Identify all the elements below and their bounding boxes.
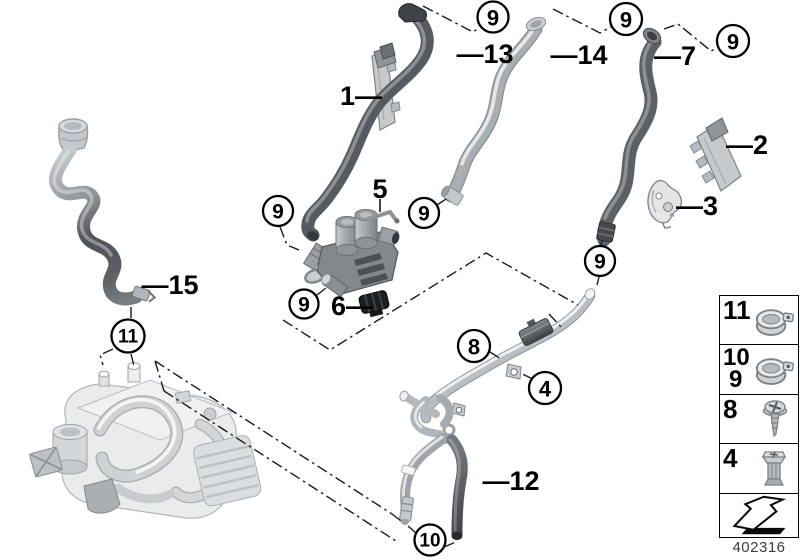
detail-boundary-valve xyxy=(282,252,579,351)
expansion-rivet-icon xyxy=(761,451,787,487)
part-label-6[interactable]: 6— xyxy=(331,291,373,321)
hose-15 xyxy=(49,118,157,306)
legend-number: 8 xyxy=(723,393,738,424)
part-label-12[interactable]: —12 xyxy=(482,466,539,496)
hose-white-band xyxy=(401,464,416,476)
legend-item-8[interactable]: 8 xyxy=(720,393,798,445)
callout-11[interactable]: 11 xyxy=(110,318,146,354)
callout-9-mid-right[interactable]: 9 xyxy=(583,244,617,278)
hose-clamp-icon xyxy=(755,309,794,336)
hose-14-fitting xyxy=(440,185,464,206)
callout-9-top-2[interactable]: 9 xyxy=(608,1,644,37)
callout-9-left[interactable]: 9 xyxy=(261,194,295,228)
legend-number: 9 xyxy=(729,366,743,394)
legend-number: 11 xyxy=(723,295,751,325)
leader-lines xyxy=(99,5,718,548)
svg-text:11: 11 xyxy=(118,327,139,348)
pipe-assembly xyxy=(399,288,596,540)
legend-direction-cell xyxy=(719,493,799,538)
heater-canister xyxy=(193,435,262,507)
callout-8[interactable]: 8 xyxy=(456,328,492,364)
connector-6 xyxy=(358,290,390,318)
heater-valve-box xyxy=(29,446,63,478)
part-label-15[interactable]: —15 xyxy=(141,270,198,300)
valve-top-pipe xyxy=(366,209,398,222)
holder-3 xyxy=(647,179,683,229)
pipe-tab-b xyxy=(451,402,466,417)
svg-text:9: 9 xyxy=(272,201,284,224)
hose-7 xyxy=(596,27,662,247)
part-label-14[interactable]: —14 xyxy=(550,40,607,70)
part-label-1[interactable]: 1— xyxy=(340,81,382,111)
heater-port-b xyxy=(98,370,110,387)
heater-cylinder xyxy=(52,424,88,475)
part-label-7[interactable]: —7 xyxy=(654,41,696,71)
svg-text:10: 10 xyxy=(419,531,440,552)
svg-text:9: 9 xyxy=(487,6,499,31)
heater-tab xyxy=(174,390,192,404)
valve-bottom-tube xyxy=(321,273,349,298)
heater-boss xyxy=(203,407,217,421)
legend-item-4[interactable]: 4 xyxy=(720,444,798,492)
hose-15-clamp xyxy=(131,285,157,303)
pipe-hanger xyxy=(442,423,456,437)
hose-13 xyxy=(301,3,434,242)
heater-unit xyxy=(29,362,262,519)
svg-text:9: 9 xyxy=(418,203,430,226)
legend-item-10-9[interactable]: 10 9 xyxy=(720,344,798,395)
callout-10[interactable]: 10 xyxy=(413,523,447,557)
pipe-tab-4 xyxy=(505,363,522,380)
part-label-3[interactable]: —3 xyxy=(676,191,718,221)
svg-text:9: 9 xyxy=(298,294,310,317)
legend-panel: 11 10 9 8 4 xyxy=(719,295,799,494)
valve-right-port xyxy=(377,226,400,246)
bracket-2 xyxy=(689,117,742,192)
legend-number: 10 xyxy=(723,344,750,372)
diagram-number: 402316 xyxy=(732,539,786,556)
hose-13-cap xyxy=(398,3,427,23)
svg-text:9: 9 xyxy=(594,251,606,274)
hose-clamp-icon xyxy=(755,358,794,386)
detail-boundary-heater xyxy=(154,360,397,542)
heater-hose-small xyxy=(113,483,175,504)
heater-port-a xyxy=(127,362,141,383)
callout-9-top-3[interactable]: 9 xyxy=(715,23,751,59)
heater-hose-big xyxy=(93,395,184,483)
pipe-sleeve-8 xyxy=(518,318,554,346)
lower-hose-fitting xyxy=(399,496,414,525)
part-label-5[interactable]: 5 xyxy=(372,174,387,204)
callout-9-right-of-valve[interactable]: 9 xyxy=(407,196,441,230)
callout-9-top-1[interactable]: 9 xyxy=(476,0,510,34)
direction-arrow-icon xyxy=(732,495,787,534)
callout-4[interactable]: 4 xyxy=(527,370,563,406)
hose-14 xyxy=(440,16,547,206)
legend-number: 4 xyxy=(723,443,738,474)
svg-text:8: 8 xyxy=(468,335,480,360)
hose-7-fitting xyxy=(596,221,616,243)
hose-12 xyxy=(446,434,468,540)
svg-text:9: 9 xyxy=(620,8,632,33)
screw-icon xyxy=(762,400,788,438)
legend-item-11[interactable]: 11 xyxy=(720,295,798,346)
part-label-13[interactable]: —13 xyxy=(456,39,513,69)
svg-text:4: 4 xyxy=(539,377,552,402)
part-label-2[interactable]: —2 xyxy=(726,130,768,160)
heater-cone xyxy=(83,478,121,514)
callout-9-below-valve[interactable]: 9 xyxy=(288,288,320,320)
svg-text:9: 9 xyxy=(727,30,739,55)
valve-assembly xyxy=(302,209,400,298)
valve-solenoid-1 xyxy=(335,216,359,256)
